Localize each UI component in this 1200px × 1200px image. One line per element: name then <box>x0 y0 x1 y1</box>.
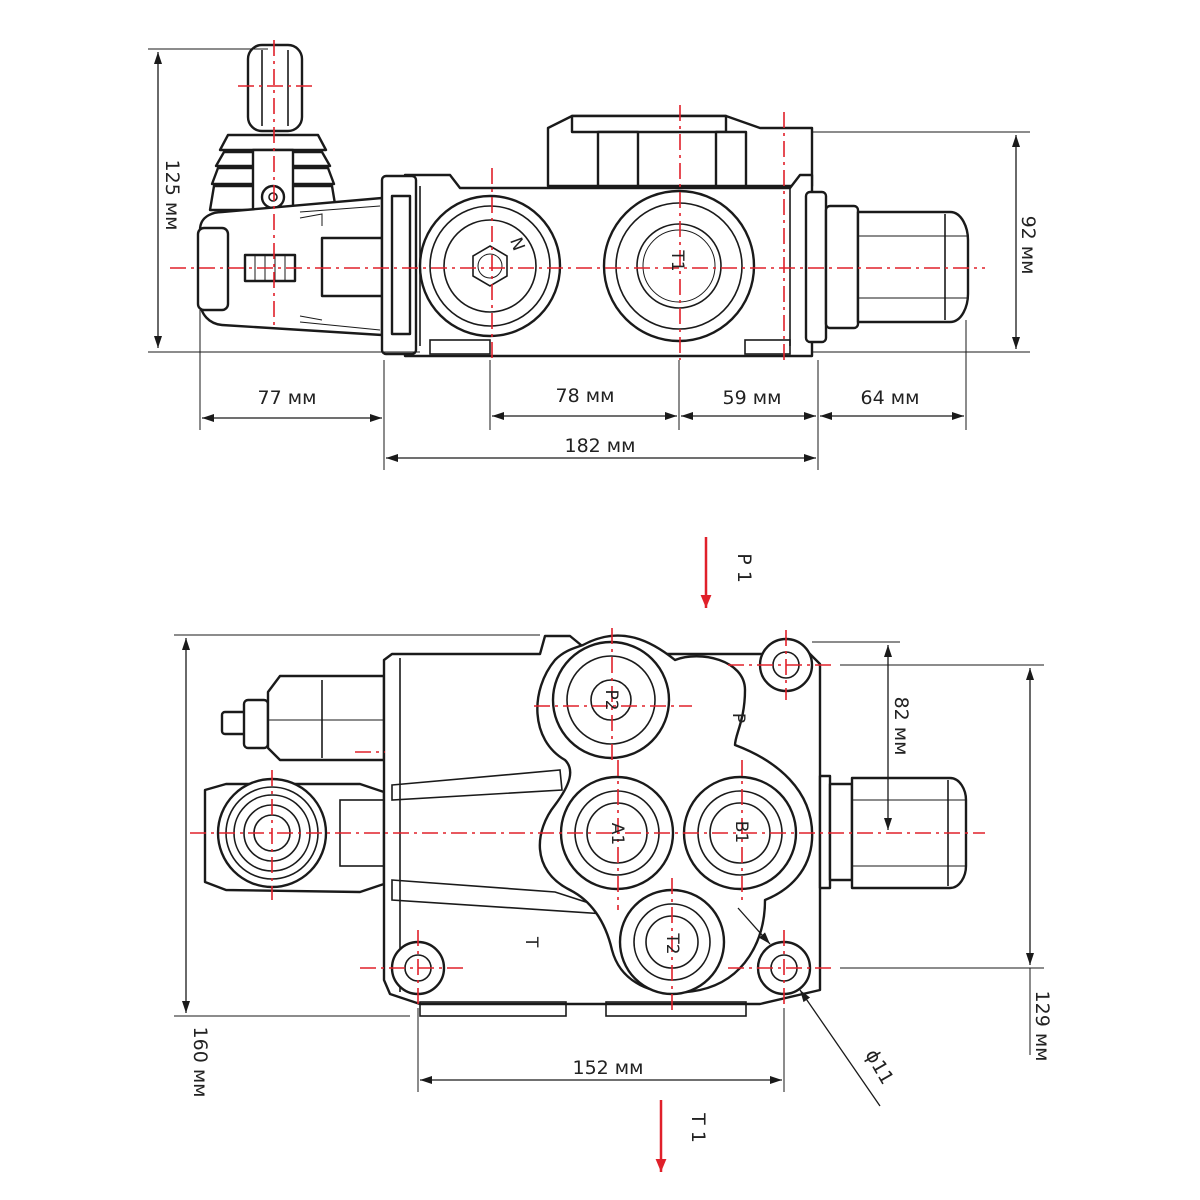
t1-flow-label: T 1 <box>687 1112 709 1143</box>
valve-body-side <box>380 114 814 358</box>
dim-125-label: 125 мм <box>161 160 183 231</box>
side-centerlines <box>170 40 985 360</box>
dim-59-label: 59 мм <box>723 387 782 409</box>
dim-160-label: 160 мм <box>189 1027 211 1098</box>
front-actuator <box>203 674 410 894</box>
dim-64-label: 64 мм <box>861 387 920 409</box>
dim-82-label: 82 мм <box>890 697 912 756</box>
front-view: P 1 T 1 <box>174 537 1053 1172</box>
dim-92-label: 92 мм <box>1017 216 1039 275</box>
dim-77-label: 77 мм <box>258 387 317 409</box>
side-view: N T1 125 мм 92 мм 77 мм 78 мм <box>148 40 1039 470</box>
dim-182-label: 182 мм <box>565 435 636 457</box>
dim-78-label: 78 мм <box>556 385 615 407</box>
port-t-label: T <box>521 936 541 948</box>
p1-flow-label: P 1 <box>733 553 755 583</box>
port-a1-label: A1 <box>607 823 627 845</box>
dim-129-label: 129 мм <box>1031 991 1053 1062</box>
side-dimensions: 125 мм 92 мм 77 мм 78 мм 59 мм 64 мм 182… <box>148 48 1039 470</box>
dim-152-label: 152 мм <box>573 1057 644 1079</box>
lever-assembly <box>196 43 384 337</box>
dim-hole-label: ϕ11 <box>860 1046 897 1089</box>
port-b1-label: B1 <box>731 821 751 843</box>
valve-body-front <box>382 634 822 1017</box>
port-t2-label: T2 <box>662 932 682 954</box>
port-p2-label: P2 <box>601 689 621 710</box>
front-centerlines <box>190 628 985 1010</box>
spring-cap <box>804 190 970 344</box>
port-t1-label: T1 <box>667 249 687 271</box>
port-p-label: P <box>728 713 748 723</box>
front-spring-cap <box>818 774 968 890</box>
